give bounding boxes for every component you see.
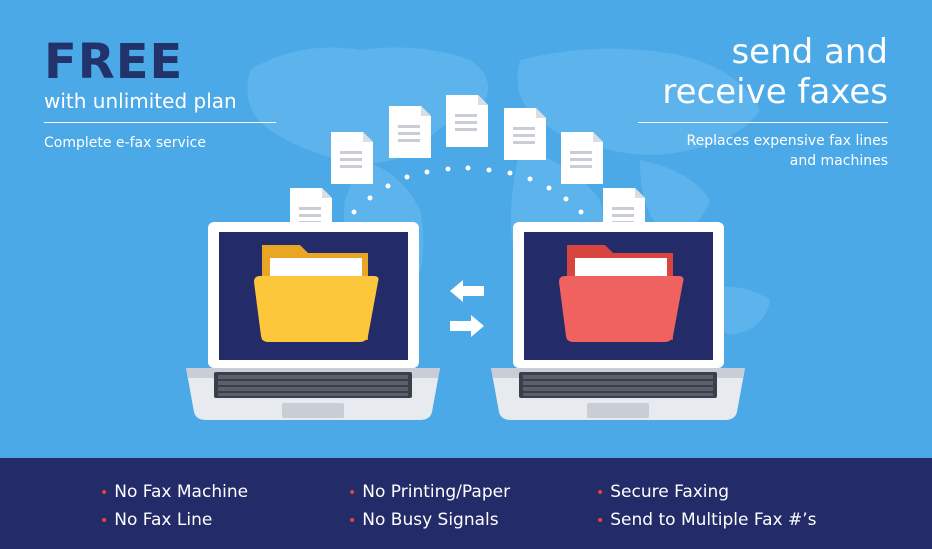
tagline-sub2: and machines (789, 153, 888, 169)
feature-item: • No Fax Machine (100, 480, 248, 508)
features-column-1: • No Fax Machine • No Fax Line (100, 480, 248, 536)
bullet-icon: • (596, 513, 605, 529)
headline-block: FREE with unlimited plan Complete e-fax … (44, 36, 276, 151)
feature-label: Send to Multiple Fax #’s (610, 510, 817, 530)
folder-icon (559, 245, 684, 342)
feature-label: No Fax Machine (114, 482, 249, 502)
headline-unlimited: with unlimited plan (44, 89, 237, 113)
feature-label: No Busy Signals (362, 510, 499, 530)
feature-item: • No Fax Line (100, 508, 248, 536)
feature-label: Secure Faxing (610, 482, 730, 502)
arrow-left-icon (450, 280, 484, 302)
tagline-line2: receive faxes (662, 72, 888, 112)
feature-item: • Secure Faxing (596, 480, 817, 508)
bullet-icon: • (100, 485, 109, 501)
feature-label: No Printing/Paper (362, 482, 511, 502)
features-column-2: • No Printing/Paper • No Busy Signals (348, 480, 510, 536)
bullet-icon: • (348, 485, 357, 501)
tagline-block: send and receive faxes Replaces expensiv… (638, 32, 888, 171)
hero-banner: FREE with unlimited plan Complete e-fax … (44, 32, 888, 420)
feature-item: • Send to Multiple Fax #’s (596, 508, 817, 536)
bullet-icon: • (100, 513, 109, 529)
bullet-icon: • (596, 485, 605, 501)
illustration (186, 95, 745, 420)
tagline-line1: send and (731, 32, 888, 72)
divider (44, 122, 276, 123)
arrow-right-icon (450, 315, 484, 337)
feature-label: No Fax Line (114, 510, 213, 530)
tagline-sub1: Replaces expensive fax lines (686, 133, 888, 149)
features-column-3: • Secure Faxing • Send to Multiple Fax #’s (596, 480, 817, 536)
features-bar: • No Fax Machine • No Fax Line • No Printin… (0, 458, 932, 549)
divider (638, 122, 888, 123)
bullet-icon: • (348, 513, 357, 529)
headline-free: FREE (44, 34, 184, 90)
dotted-arc (351, 165, 584, 215)
feature-item: • No Busy Signals (348, 508, 510, 536)
folder-icon (254, 245, 379, 342)
feature-item: • No Printing/Paper (348, 480, 510, 508)
headline-subtitle: Complete e-fax service (44, 135, 206, 151)
